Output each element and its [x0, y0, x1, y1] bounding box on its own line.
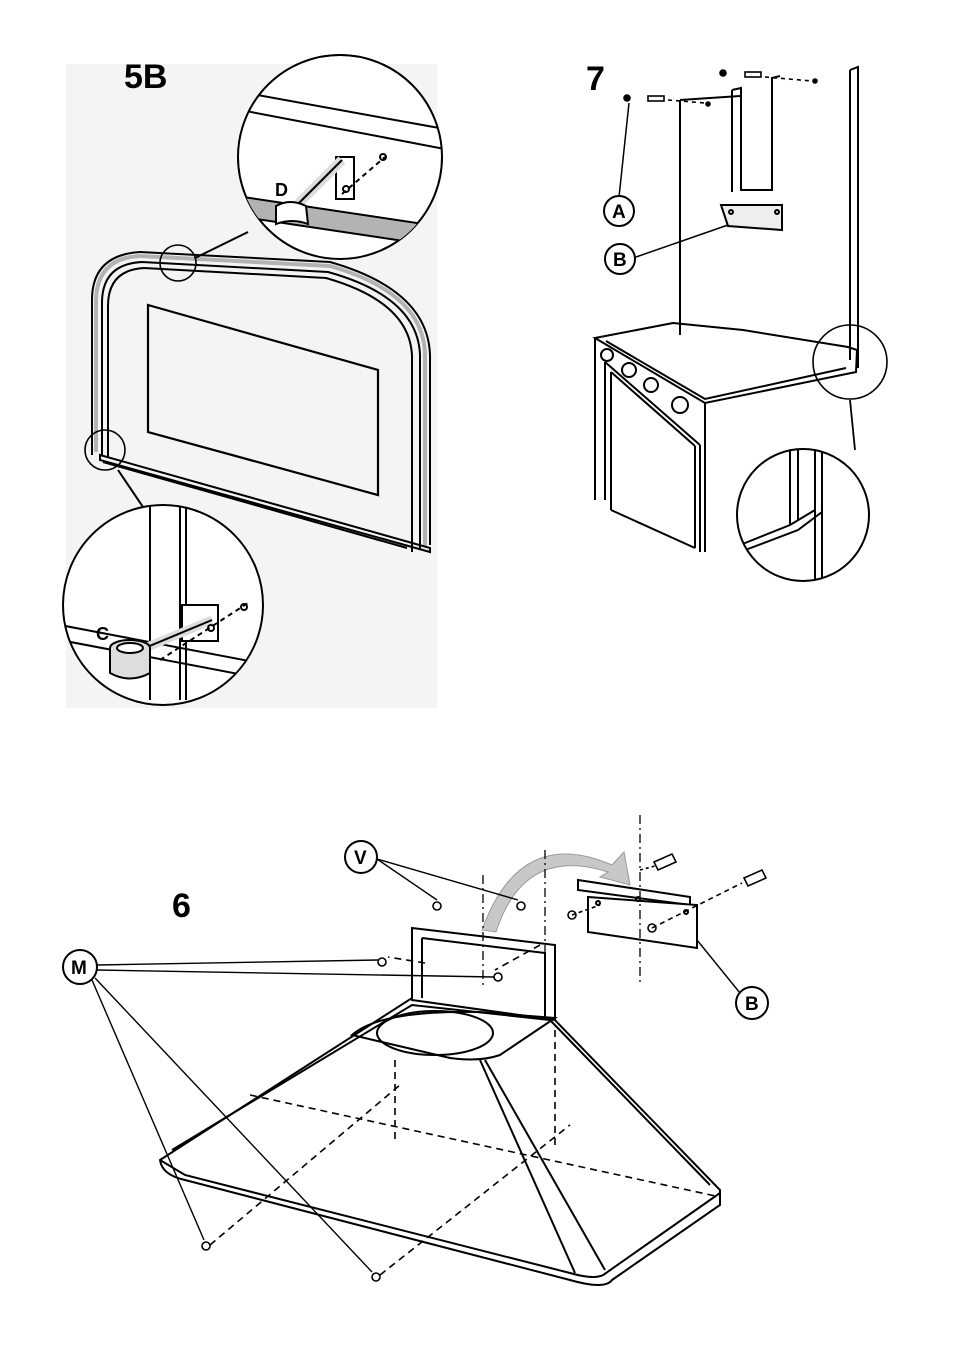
callout-b-fig7: B [605, 244, 635, 274]
callout-m: M [63, 950, 97, 984]
detail-joint-zoom [737, 440, 869, 590]
callout-a: A [604, 196, 634, 226]
label-d: D [275, 180, 288, 200]
callout-v: V [345, 841, 377, 873]
figure-7-number: 7 [586, 60, 605, 98]
svg-text:V: V [354, 848, 367, 869]
figure-5b: 5B [60, 55, 450, 708]
label-c: C [96, 624, 109, 644]
svg-text:A: A [612, 202, 626, 223]
callout-b-fig6: B [736, 987, 768, 1019]
svg-text:M: M [71, 958, 87, 979]
figure-7: 7 [586, 60, 887, 590]
svg-text:B: B [613, 250, 627, 271]
figure-5b-number: 5B [124, 58, 167, 96]
figure-6: 6 [63, 815, 768, 1285]
figure-6-number: 6 [172, 887, 191, 925]
svg-text:B: B [745, 994, 759, 1015]
